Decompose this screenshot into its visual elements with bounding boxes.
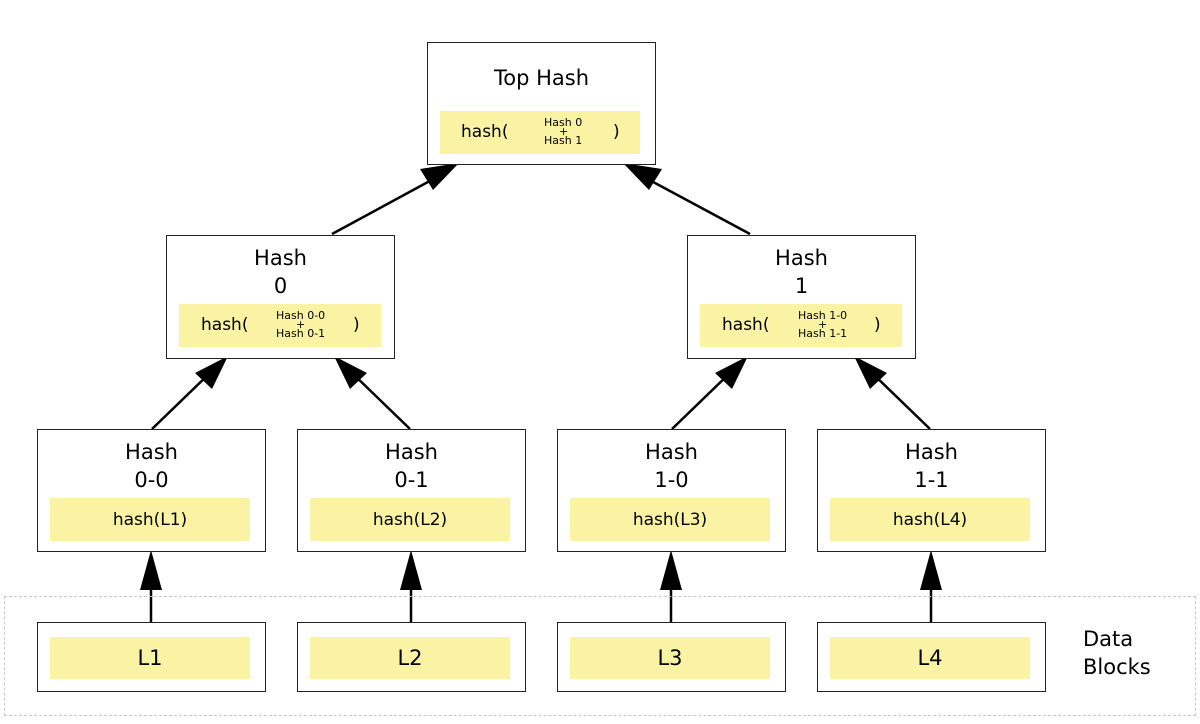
- data-block-l3-label: L3: [570, 637, 770, 679]
- data-block-l2-label: L2: [310, 637, 510, 679]
- hash-0-1-title-line2: 0-1: [394, 468, 429, 492]
- formula-plus: +: [559, 125, 569, 138]
- hash-0-1-formula: hash(L2): [310, 498, 510, 541]
- formula-close-paren: ): [874, 315, 881, 335]
- formula-fn: hash(: [201, 315, 249, 335]
- hash-0-formula: hash( Hash 0-0 + Hash 0-1 ): [179, 304, 381, 347]
- hash-1-0-title-line2: 1-0: [654, 468, 689, 492]
- data-blocks-label-line2: Blocks: [1083, 655, 1151, 679]
- hash-0-0-formula: hash(L1): [50, 498, 250, 541]
- top-hash-node: Top Hash hash( Hash 0 + Hash 1 ): [427, 42, 656, 165]
- edge-h00-to-h0: [151, 370, 213, 430]
- hash-1-1-node: Hash 1-1 hash(L4): [817, 429, 1046, 552]
- formula-operand-a: Hash 0: [544, 116, 583, 129]
- arrowhead-h11: [920, 550, 942, 590]
- data-block-l4: L4: [817, 622, 1046, 692]
- data-block-l3: L3: [557, 622, 786, 692]
- data-block-l2: L2: [297, 622, 526, 692]
- formula-operand-b: Hash 1-1: [798, 327, 848, 340]
- formula-fn: hash(: [461, 122, 509, 142]
- arrowhead-h0-right: [334, 356, 367, 389]
- formula-close-paren: ): [613, 122, 620, 142]
- arrowhead-h01: [400, 550, 422, 590]
- hash-1-0-node: Hash 1-0 hash(L3): [557, 429, 786, 552]
- arrowhead-top-left: [420, 163, 459, 190]
- hash-0-node: Hash 0 hash( Hash 0-0 + Hash 0-1 ): [166, 235, 395, 359]
- arrowhead-top-right: [623, 163, 662, 190]
- edge-h10-to-h1: [671, 370, 733, 430]
- edge-h1-to-top: [641, 174, 751, 236]
- top-hash-title: Top Hash: [493, 66, 590, 90]
- hash-0-1-node: Hash 0-1 hash(L2): [297, 429, 526, 552]
- hash-1-0-formula: hash(L3): [570, 498, 770, 541]
- arrowhead-h1-right: [854, 356, 887, 389]
- hash-1-0-title-line1: Hash: [645, 440, 698, 464]
- formula-operand-b: Hash 0-1: [276, 327, 326, 340]
- formula-plus: +: [818, 318, 828, 331]
- hash-1-1-title-line1: Hash: [905, 440, 958, 464]
- data-block-l4-label: L4: [830, 637, 1030, 679]
- hash-0-0-node: Hash 0-0 hash(L1): [37, 429, 266, 552]
- formula-close-paren: ): [353, 315, 360, 335]
- edge-h11-to-h1: [869, 370, 931, 430]
- hash-0-title-line2: 0: [273, 274, 288, 298]
- arrowhead-h00: [140, 550, 162, 590]
- hash-1-1-formula: hash(L4): [830, 498, 1030, 541]
- hash-1-formula: hash( Hash 1-0 + Hash 1-1 ): [700, 304, 902, 347]
- formula-operand-b: Hash 1: [544, 134, 583, 147]
- formula-plus: +: [296, 318, 306, 331]
- arrowhead-h1-left: [715, 356, 748, 389]
- hash-0-1-title-line1: Hash: [385, 440, 438, 464]
- data-block-l1: L1: [37, 622, 266, 692]
- data-block-l1-label: L1: [50, 637, 250, 679]
- formula-operand-a: Hash 1-0: [798, 309, 848, 322]
- edge-h0-to-top: [331, 174, 440, 236]
- formula-fn: hash(: [722, 315, 770, 335]
- formula-operand-a: Hash 0-0: [276, 309, 326, 322]
- top-hash-formula: hash( Hash 0 + Hash 1 ): [440, 111, 640, 154]
- hash-1-title-line2: 1: [794, 274, 809, 298]
- data-blocks-group: [4, 596, 1196, 716]
- data-blocks-label: Data Blocks: [1083, 625, 1151, 681]
- hash-1-title-line1: Hash: [775, 246, 828, 270]
- edge-h01-to-h0: [349, 370, 411, 430]
- hash-0-title-line1: Hash: [254, 246, 307, 270]
- hash-0-0-title-line2: 0-0: [134, 468, 169, 492]
- hash-0-0-title-line1: Hash: [125, 440, 178, 464]
- hash-1-node: Hash 1 hash( Hash 1-0 + Hash 1-1 ): [687, 235, 916, 359]
- hash-1-1-title-line2: 1-1: [914, 468, 949, 492]
- arrowhead-h0-left: [195, 356, 228, 389]
- arrowhead-h10: [660, 550, 682, 590]
- data-blocks-label-line1: Data: [1083, 627, 1134, 651]
